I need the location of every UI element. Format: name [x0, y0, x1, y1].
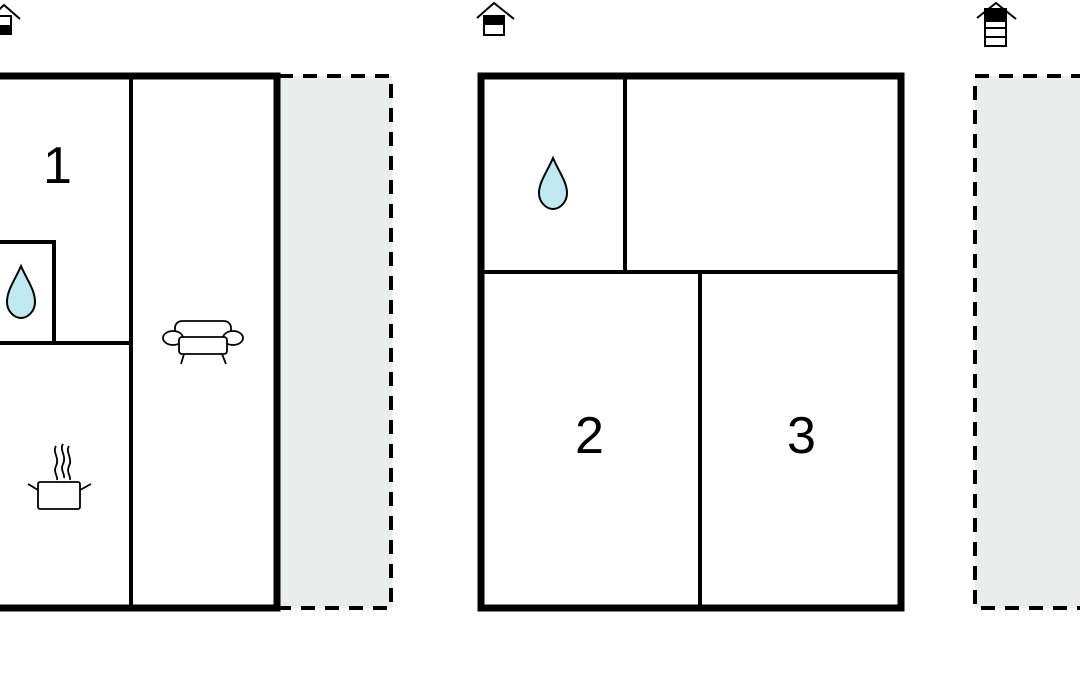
outer-wall	[0, 72, 281, 612]
terrace-area	[975, 76, 1080, 608]
room-number: 2	[575, 407, 604, 465]
room-number: 1	[43, 137, 72, 195]
water-drop-icon	[537, 155, 569, 211]
cooking-pot-icon	[27, 443, 92, 510]
floor-middle: 2 3	[476, 1, 905, 612]
terrace-dashed-border	[973, 74, 1080, 610]
house-level-loft-icon	[976, 1, 1017, 47]
sofa-icon	[162, 320, 244, 365]
house-level-upper-icon	[476, 1, 515, 36]
floor-left: 1	[0, 3, 393, 612]
terrace-area	[279, 76, 392, 608]
terrace-dashed-border	[279, 74, 393, 610]
bathroom-wall	[0, 240, 56, 343]
house-level-ground-icon	[0, 3, 21, 35]
outer-wall	[477, 72, 905, 612]
room-number: 3	[787, 407, 816, 465]
water-drop-icon	[5, 263, 37, 320]
floor-right	[973, 1, 1080, 610]
